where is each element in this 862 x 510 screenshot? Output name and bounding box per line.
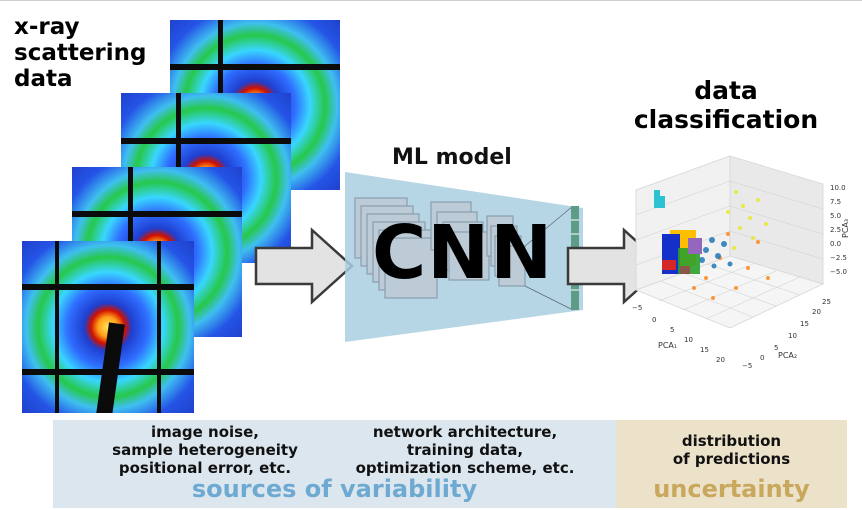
- top-divider: [0, 0, 862, 1]
- svg-text:5: 5: [774, 344, 778, 352]
- svg-text:−5: −5: [632, 304, 642, 312]
- noise-sources-text: image noise, sample heterogeneity positi…: [112, 423, 298, 477]
- model-sources-text: network architecture, training data, opt…: [355, 423, 575, 477]
- svg-text:10: 10: [788, 332, 797, 340]
- svg-text:10.0: 10.0: [830, 184, 846, 192]
- svg-text:0: 0: [652, 316, 656, 324]
- variability-band: [53, 420, 616, 508]
- svg-text:0.0: 0.0: [830, 240, 841, 248]
- svg-text:−2.5: −2.5: [830, 254, 847, 262]
- svg-text:PCA₁: PCA₁: [658, 341, 677, 350]
- data-classification-title: data classification: [633, 76, 819, 134]
- arrow-to-model-icon: [254, 227, 354, 305]
- svg-text:0: 0: [760, 354, 764, 362]
- svg-text:−5.0: −5.0: [830, 268, 847, 276]
- uncertainty-label: uncertainty: [653, 475, 810, 503]
- svg-text:15: 15: [800, 320, 809, 328]
- prediction-distribution-text: distribution of predictions: [672, 432, 791, 468]
- svg-text:2.5: 2.5: [830, 226, 841, 234]
- svg-text:20: 20: [716, 356, 725, 364]
- svg-text:PCA₃: PCA₃: [841, 219, 850, 238]
- svg-text:7.5: 7.5: [830, 198, 841, 206]
- svg-text:10: 10: [684, 336, 693, 344]
- uncertainty-band: [616, 420, 847, 508]
- pca-scatter-plot: 10.0 7.5 5.0 2.5 0.0 −2.5 −5.0 −5 0 5 10…: [632, 155, 850, 370]
- xray-data-title: x-ray scattering data: [14, 14, 147, 92]
- ml-model-label: ML model: [392, 145, 512, 170]
- svg-text:25: 25: [822, 298, 831, 306]
- cnn-label: CNN: [372, 210, 554, 296]
- xray-image-1: [22, 241, 194, 413]
- svg-text:PCA₂: PCA₂: [778, 351, 797, 360]
- svg-text:5: 5: [670, 326, 674, 334]
- svg-text:5.0: 5.0: [830, 212, 841, 220]
- svg-text:20: 20: [812, 308, 821, 316]
- svg-text:15: 15: [700, 346, 709, 354]
- svg-text:−5: −5: [742, 362, 752, 370]
- sources-of-variability-label: sources of variability: [191, 475, 478, 503]
- cnn-diagram: [345, 172, 583, 342]
